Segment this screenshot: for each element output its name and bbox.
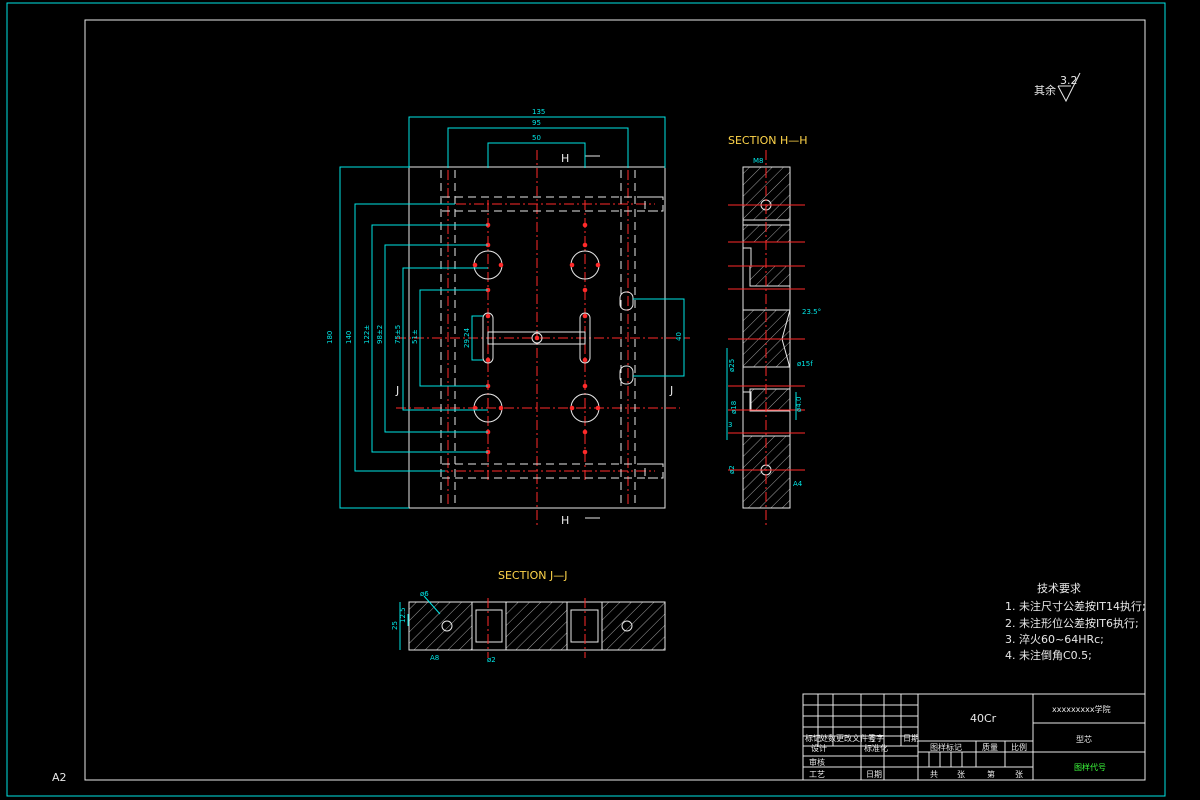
hh-dim-a: A4 <box>793 480 803 488</box>
jj-dim-125: 12.5 <box>399 607 407 623</box>
tb-date: 日期 <box>866 770 882 779</box>
pin-hole-dot <box>472 405 478 411</box>
tb-part-name: 型芯 <box>1076 734 1092 744</box>
section-hh-view: SECTION H—H M8 23.5° ø15f ø25 ø18 3 ø2 ø… <box>726 134 821 525</box>
main-view: H H J J 135 95 50 180 140 122± 98±2 75±5… <box>326 108 690 527</box>
tech-req-item-3: 3. 淬火60~64HRc; <box>1005 632 1104 646</box>
dim-180: 180 <box>326 331 334 344</box>
cut-label-h-bottom: H <box>561 514 569 527</box>
hh-dim-phi18: ø18 <box>730 401 738 414</box>
dim-29: 29.24 <box>463 327 471 348</box>
surface-roughness-note: 其余 3.2 <box>1034 72 1081 103</box>
pin-hole-dot <box>595 405 601 411</box>
pin-hole-dot <box>569 262 575 268</box>
tb-header-count: 处数 <box>820 733 836 743</box>
dim-95: 95 <box>532 119 541 127</box>
pin-hole-dot <box>534 335 540 341</box>
tb-header-change-doc: 更改文件号 <box>836 733 876 743</box>
section-hh-title: SECTION H—H <box>728 134 808 147</box>
hh-dim-phi15: ø15f <box>797 360 813 368</box>
tb-design: 设计 <box>811 743 827 753</box>
pin-hole-dot <box>582 313 588 319</box>
pin-hole-dot <box>582 287 588 293</box>
dim-135: 135 <box>532 108 545 116</box>
tb-process: 工艺 <box>809 770 825 779</box>
tb-weight: 质量 <box>982 742 998 752</box>
pin-hole-dot <box>595 262 601 268</box>
pin-hole-dot <box>582 449 588 455</box>
paper-size-label: A2 <box>52 771 67 784</box>
tb-standard: 标准化 <box>864 743 888 753</box>
section-jj-view: SECTION J—J 25 12.5 ø6 ø2 A8 <box>391 569 666 664</box>
svg-text:其余: 其余 <box>1034 83 1056 97</box>
jj-dim-25: 25 <box>391 621 399 630</box>
dim-98: 98±2 <box>376 325 384 344</box>
tb-school: xxxxxxxxx学院 <box>1052 704 1111 714</box>
pin-hole-dot <box>582 429 588 435</box>
tb-sheet-no: 第 <box>987 769 995 779</box>
dim-51: 51± <box>411 329 419 344</box>
title-block: 标记 处数 更改文件号 签字 日期 设计 标准化 审核 工艺 日期 40Cr 图… <box>802 693 1146 781</box>
cut-label-j-right: J <box>669 384 673 397</box>
hh-dim-phi2: ø2 <box>728 465 736 474</box>
pin-hole-dot <box>582 383 588 389</box>
tech-req-item-4: 4. 未注倒角C0.5; <box>1005 648 1092 662</box>
tb-drawing-no: 图样代号 <box>1074 762 1106 772</box>
dim-40: 40 <box>675 332 683 341</box>
pin-hole-dot <box>485 357 491 363</box>
tb-material: 40Cr <box>970 712 997 725</box>
hh-dim-right: ø4.0 <box>795 397 803 412</box>
dim-140: 140 <box>345 331 353 344</box>
pin-hole-dot <box>582 242 588 248</box>
tb-sheet-unit-1: 张 <box>957 770 965 779</box>
cut-label-h-top: H <box>561 152 569 165</box>
tech-req-item-2: 2. 未注形位公差按IT6执行; <box>1005 616 1139 630</box>
pin-hole-dot <box>582 357 588 363</box>
tb-header-sign: 签字 <box>868 733 884 743</box>
pin-hole-dot <box>498 405 504 411</box>
tb-sheet-unit-2: 张 <box>1015 770 1023 779</box>
technical-requirements: 技术要求 1. 未注尺寸公差按IT14执行; 2. 未注形位公差按IT6执行; … <box>1005 582 1146 662</box>
tech-req-title: 技术要求 <box>1037 582 1081 595</box>
hh-dim-angle: 23.5° <box>802 308 821 316</box>
tb-header-date: 日期 <box>903 734 919 743</box>
dim-75: 75±5 <box>394 325 402 344</box>
outer-border <box>6 2 1166 797</box>
tb-sheets-total: 共 <box>930 770 938 779</box>
svg-text:3.2: 3.2 <box>1060 74 1078 87</box>
pin-hole-dot <box>472 262 478 268</box>
hh-dim-3: 3 <box>728 421 732 429</box>
hh-dim-phi25: ø25 <box>728 359 736 372</box>
pin-hole-dot <box>569 405 575 411</box>
tb-stage-mark: 图样标记 <box>930 742 962 752</box>
dim-122: 122± <box>363 325 371 344</box>
cut-label-j-left: J <box>395 384 399 397</box>
pin-hole-dot <box>582 222 588 228</box>
tb-scale: 比例 <box>1011 742 1027 752</box>
dim-50: 50 <box>532 134 541 142</box>
section-jj-title: SECTION J—J <box>498 569 567 582</box>
jj-dim-phi6: ø6 <box>420 590 429 598</box>
tb-header-mark: 标记 <box>805 733 821 743</box>
pin-hole-dot <box>485 313 491 319</box>
tb-review: 审核 <box>809 757 825 767</box>
jj-dim-phi2: ø2 <box>487 656 496 664</box>
tech-req-item-1: 1. 未注尺寸公差按IT14执行; <box>1005 599 1146 613</box>
jj-dim-a: A8 <box>430 654 439 662</box>
hh-dim-top: M8 <box>753 157 764 165</box>
pin-hole-dot <box>498 262 504 268</box>
inner-frame <box>84 19 1146 781</box>
